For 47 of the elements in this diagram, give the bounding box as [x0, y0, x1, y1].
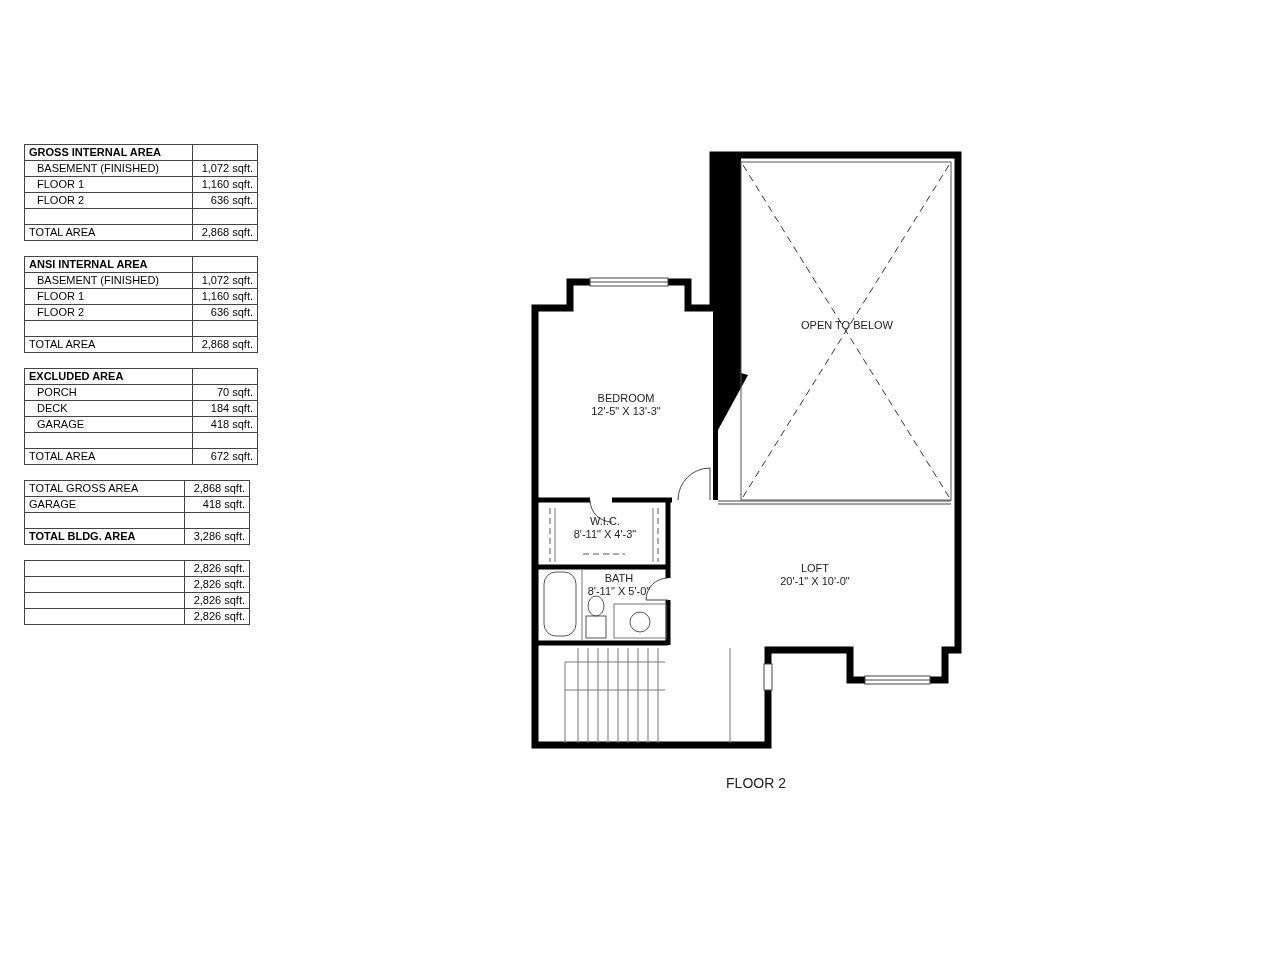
area-name-cell: FLOOR 2 — [24, 192, 193, 209]
area-value-cell: 1,160 sqft. — [192, 176, 258, 193]
area-name-cell: DECK — [24, 400, 193, 417]
room-name: LOFT — [800, 562, 830, 575]
area-name-cell: BASEMENT (FINISHED) — [24, 160, 193, 177]
area-name-cell: ANSI INTERNAL AREA — [24, 256, 193, 273]
room-name: BATH — [604, 572, 634, 585]
room-dimensions: 8'-11" X 4'-3" — [573, 528, 637, 541]
area-value-cell: 2,868 sqft. — [192, 336, 258, 353]
area-value-cell: 2,868 sqft. — [184, 480, 250, 497]
area-name-cell: EXCLUDED AREA — [24, 368, 193, 385]
area-value-cell: 184 sqft. — [192, 400, 258, 417]
area-name-cell: TOTAL BLDG. AREA — [24, 528, 185, 545]
area-value-cell: 1,072 sqft. — [192, 272, 258, 289]
area-name-cell: TOTAL AREA — [24, 336, 193, 353]
area-name-cell: GARAGE — [24, 416, 193, 433]
area-name-cell: TOTAL AREA — [24, 224, 193, 241]
room-name: W.I.C. — [590, 515, 620, 528]
area-name-cell: FLOOR 1 — [24, 176, 193, 193]
area-value-cell: 2,868 sqft. — [192, 224, 258, 241]
area-value-cell: 636 sqft. — [192, 192, 258, 209]
area-name-cell: FLOOR 1 — [24, 288, 193, 305]
room-name: OPEN TO BELOW — [801, 318, 893, 332]
area-value-cell: 1,160 sqft. — [192, 288, 258, 305]
room-dimensions: 12'-5" X 13'-3" — [591, 405, 661, 418]
room-name: BEDROOM — [597, 392, 655, 405]
area-value-cell: 418 sqft. — [184, 496, 250, 513]
area-value-cell: 636 sqft. — [192, 304, 258, 321]
area-value-cell: 2,826 sqft. — [184, 560, 250, 577]
floor-title: FLOOR 2 — [725, 775, 787, 791]
area-value-cell: 1,072 sqft. — [192, 160, 258, 177]
area-name-cell: BASEMENT (FINISHED) — [24, 272, 193, 289]
area-name-cell: PORCH — [24, 384, 193, 401]
area-value-cell: 2,826 sqft. — [184, 592, 250, 609]
room-dimensions: 8'-11" X 5'-0" — [587, 585, 651, 598]
area-name-cell: FLOOR 2 — [24, 304, 193, 321]
room-dimensions: 20'-1" X 10'-0" — [780, 575, 850, 588]
area-name-cell: GARAGE — [24, 496, 185, 513]
area-value-cell: 2,826 sqft. — [184, 608, 250, 625]
area-name-cell: TOTAL GROSS AREA — [24, 480, 185, 497]
area-value-cell: 2,826 sqft. — [184, 576, 250, 593]
area-value-cell: 418 sqft. — [192, 416, 258, 433]
area-value-cell: 3,286 sqft. — [184, 528, 250, 545]
area-value-cell: 70 sqft. — [192, 384, 258, 401]
area-name-cell: GROSS INTERNAL AREA — [24, 144, 193, 161]
area-value-cell: 672 sqft. — [192, 448, 258, 465]
area-name-cell: TOTAL AREA — [24, 448, 193, 465]
